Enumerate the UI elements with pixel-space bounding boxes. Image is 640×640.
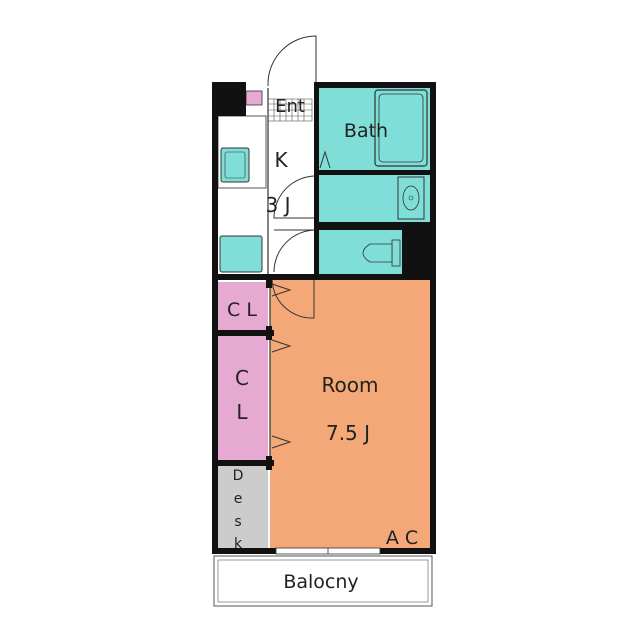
label-aircon: A C (386, 527, 418, 549)
kitchen-door-swing-2 (273, 229, 317, 273)
washbasin-bowl (402, 185, 420, 211)
inner-walls (267, 88, 271, 460)
closet-large (218, 336, 268, 460)
fridge (219, 235, 263, 273)
label-bath: Bath (344, 120, 388, 142)
entrance-tile (245, 90, 263, 106)
label-balcony: Balocny (283, 571, 358, 593)
bathtub-inner (378, 93, 424, 163)
label-desk-letter: k (234, 536, 243, 552)
closet-door-marker-2 (271, 339, 292, 353)
kitchen-door-swing-1 (273, 175, 317, 219)
desk-area (218, 466, 268, 550)
toilet-bowl (362, 243, 393, 263)
room-floor (270, 280, 430, 552)
label-entrance: Ent (275, 96, 305, 117)
closet-small (218, 282, 268, 330)
balcony-inner (217, 559, 429, 603)
label-room: Room (322, 373, 379, 397)
bath-door-marker (319, 150, 331, 169)
label-kitchen: K (274, 148, 288, 172)
label-closet-small: C L (227, 299, 257, 321)
label-room-size: 7.5 J (326, 421, 370, 445)
entrance-grid (267, 98, 313, 122)
balcony (213, 555, 433, 607)
label-closet-large-2: L (236, 400, 248, 424)
kitchen-sink-inner (224, 151, 246, 179)
entrance-door-swing (267, 35, 317, 86)
washbasin-drain (408, 195, 414, 201)
closet-door-marker-1 (271, 283, 292, 297)
label-closet-large-1: C (235, 366, 249, 390)
balcony-window (275, 547, 381, 555)
closet-door-marker-3 (271, 435, 292, 449)
label-desk-letter: e (234, 491, 243, 507)
label-desk-letter: D (233, 468, 244, 484)
label-desk-letter: s (234, 514, 241, 530)
label-kitchen-size: 3 J (266, 193, 291, 217)
toilet-tank (391, 239, 401, 267)
room-door-swing (271, 277, 315, 319)
